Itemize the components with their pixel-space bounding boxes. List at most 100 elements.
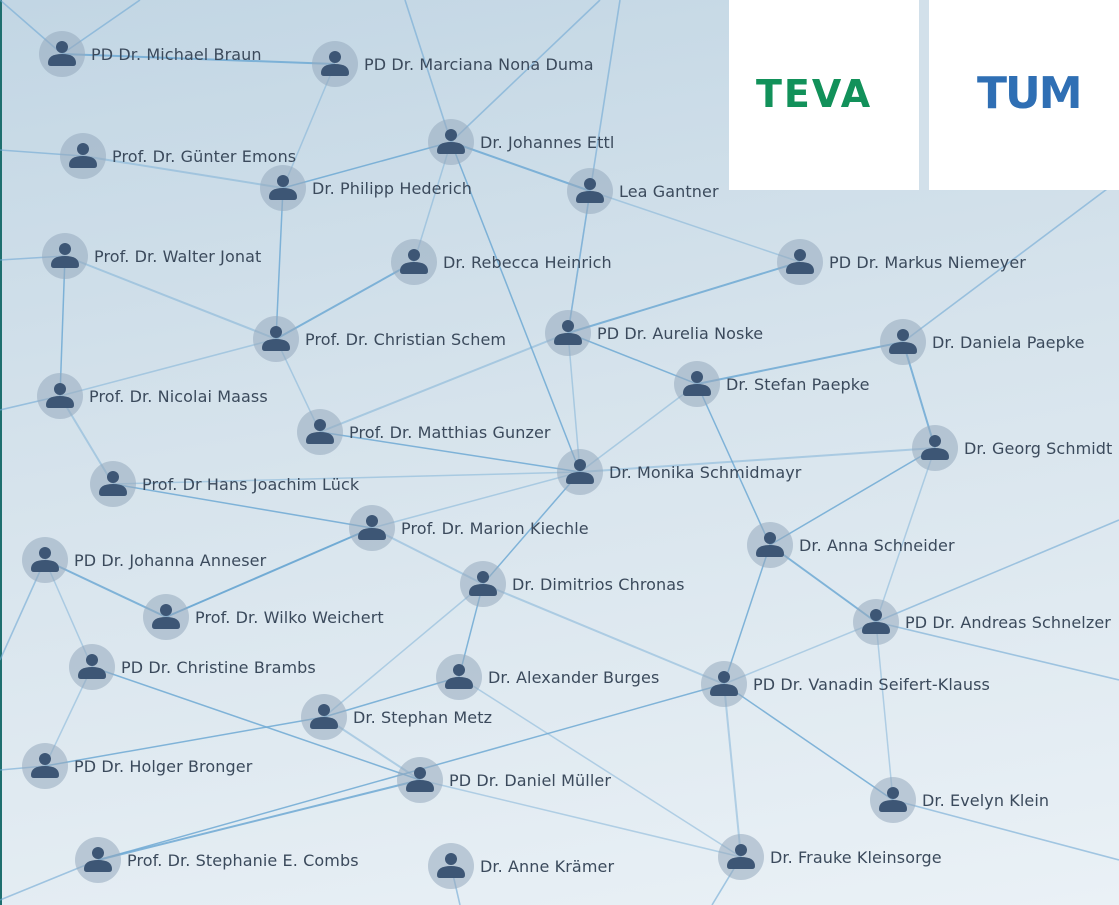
person-node[interactable]: Lea Gantner	[567, 168, 719, 214]
person-node[interactable]: PD Dr. Marciana Nona Duma	[312, 41, 594, 87]
person-avatar-icon	[557, 449, 603, 495]
connection-edge	[567, 261, 801, 334]
person-node[interactable]: PD Dr. Andreas Schnelzer	[853, 599, 1111, 645]
person-avatar-icon	[391, 239, 437, 285]
connection-edge	[319, 332, 569, 433]
person-node[interactable]: Dr. Monika Schmidmayr	[557, 449, 801, 495]
person-node[interactable]: Prof. Dr. Christian Schem	[253, 316, 506, 362]
connection-edge	[419, 779, 742, 858]
person-name: PD Dr. Michael Braun	[91, 44, 262, 64]
teva-logo: TEVA	[756, 72, 873, 116]
teva-logo-box: TEVA	[729, 0, 919, 190]
person-node[interactable]: Prof. Dr. Günter Emons	[60, 133, 296, 179]
person-avatar-icon	[143, 594, 189, 640]
tum-logo: TUM	[977, 68, 1083, 119]
person-name: Prof. Dr. Marion Kiechle	[401, 518, 589, 538]
person-name: Prof. Dr. Nicolai Maass	[89, 386, 268, 406]
connection-edge	[97, 779, 421, 861]
person-node[interactable]: Dr. Frauke Kleinsorge	[718, 834, 942, 880]
connection-edge	[450, 141, 591, 192]
connection-edge	[59, 255, 66, 397]
person-name: Dr. Stephan Metz	[353, 707, 493, 727]
connection-edge	[82, 155, 284, 189]
person-node[interactable]: Prof. Dr. Matthias Gunzer	[297, 409, 551, 455]
person-name: Dr. Daniela Paepke	[932, 332, 1085, 352]
person-avatar-icon	[880, 319, 926, 365]
person-node[interactable]: PD Dr. Michael Braun	[39, 31, 262, 77]
person-node[interactable]: Dr. Dimitrios Chronas	[460, 561, 685, 607]
person-avatar-icon	[674, 361, 720, 407]
connection-edge	[371, 471, 581, 529]
person-node[interactable]: Prof. Dr Hans Joachim Lück	[90, 461, 359, 507]
person-name: Dr. Frauke Kleinsorge	[770, 847, 942, 867]
person-node[interactable]: PD Dr. Daniel Müller	[397, 757, 611, 803]
connection-edge	[589, 190, 801, 263]
person-node[interactable]: Dr. Rebecca Heinrich	[391, 239, 612, 285]
connection-edge	[450, 0, 601, 143]
person-avatar-icon	[397, 757, 443, 803]
connection-edge	[579, 447, 936, 473]
logo-divider	[919, 0, 929, 190]
person-avatar-icon	[428, 843, 474, 889]
person-avatar-icon	[37, 373, 83, 419]
connection-edge	[567, 0, 621, 334]
person-name: Dr. Rebecca Heinrich	[443, 252, 612, 272]
person-name: PD Dr. Holger Bronger	[74, 756, 253, 776]
person-avatar-icon	[912, 425, 958, 471]
person-node[interactable]: PD Dr. Holger Bronger	[22, 743, 252, 789]
person-name: Lea Gantner	[619, 181, 719, 201]
person-node[interactable]: Dr. Anne Krämer	[428, 843, 614, 889]
connection-edge	[275, 187, 284, 340]
connection-edge	[450, 141, 581, 473]
connection-edge	[723, 683, 894, 801]
connection-edge	[61, 53, 336, 65]
tum-logo-box: TUM	[929, 0, 1119, 190]
person-name: Dr. Monika Schmidmayr	[609, 462, 802, 482]
person-avatar-icon	[253, 316, 299, 362]
person-node[interactable]: Prof. Dr. Walter Jonat	[42, 233, 261, 279]
person-node[interactable]: Dr. Stephan Metz	[301, 694, 492, 740]
person-avatar-icon	[301, 694, 347, 740]
person-avatar-icon	[297, 409, 343, 455]
connection-edge	[275, 261, 415, 340]
person-name: Prof. Dr. Stephanie E. Combs	[127, 850, 359, 870]
person-node[interactable]: Dr. Evelyn Klein	[870, 777, 1049, 823]
person-node[interactable]: Dr. Stefan Paepke	[674, 361, 870, 407]
connection-edge	[875, 519, 1119, 623]
person-node[interactable]: Prof. Dr. Stephanie E. Combs	[75, 837, 359, 883]
connection-edge	[482, 471, 581, 585]
person-node[interactable]: Prof. Dr. Nicolai Maass	[37, 373, 268, 419]
person-node[interactable]: Dr. Daniela Paepke	[880, 319, 1085, 365]
person-node[interactable]: PD Dr. Vanadin Seifert-Klauss	[701, 661, 990, 707]
person-avatar-icon	[870, 777, 916, 823]
person-node[interactable]: Prof. Dr. Wilko Weichert	[143, 594, 384, 640]
connection-edge	[579, 383, 698, 473]
person-name: Dr. Evelyn Klein	[922, 790, 1050, 810]
person-name: PD Dr. Aurelia Noske	[597, 323, 764, 343]
person-name: Dr. Anne Krämer	[480, 856, 615, 876]
person-avatar-icon	[567, 168, 613, 214]
person-name: Prof. Dr. Walter Jonat	[94, 246, 262, 266]
connection-edge	[404, 0, 452, 143]
person-avatar-icon	[90, 461, 136, 507]
person-avatar-icon	[349, 505, 395, 551]
person-name: Prof. Dr Hans Joachim Lück	[142, 474, 360, 494]
connection-edge	[875, 621, 894, 801]
person-node[interactable]: Dr. Alexander Burges	[436, 654, 659, 700]
connection-edge	[112, 471, 581, 485]
person-node[interactable]: PD Dr. Christine Brambs	[69, 644, 316, 690]
connection-edge	[44, 716, 325, 767]
person-name: PD Dr. Marciana Nona Duma	[364, 54, 594, 74]
person-node[interactable]: Dr. Anna Schneider	[747, 522, 955, 568]
person-node[interactable]: Dr. Georg Schmidt	[912, 425, 1112, 471]
person-avatar-icon	[777, 239, 823, 285]
person-node[interactable]: PD Dr. Markus Niemeyer	[777, 239, 1026, 285]
person-name: PD Dr. Johanna Anneser	[74, 550, 267, 570]
person-avatar-icon	[22, 743, 68, 789]
person-node[interactable]: PD Dr. Aurelia Noske	[545, 310, 763, 356]
person-node[interactable]: Prof. Dr. Marion Kiechle	[349, 505, 589, 551]
person-node[interactable]: PD Dr. Johanna Anneser	[22, 537, 266, 583]
person-node[interactable]: Dr. Johannes Ettl	[428, 119, 614, 165]
person-name: Dr. Dimitrios Chronas	[512, 574, 685, 594]
person-node[interactable]: Dr. Philipp Hederich	[260, 165, 472, 211]
